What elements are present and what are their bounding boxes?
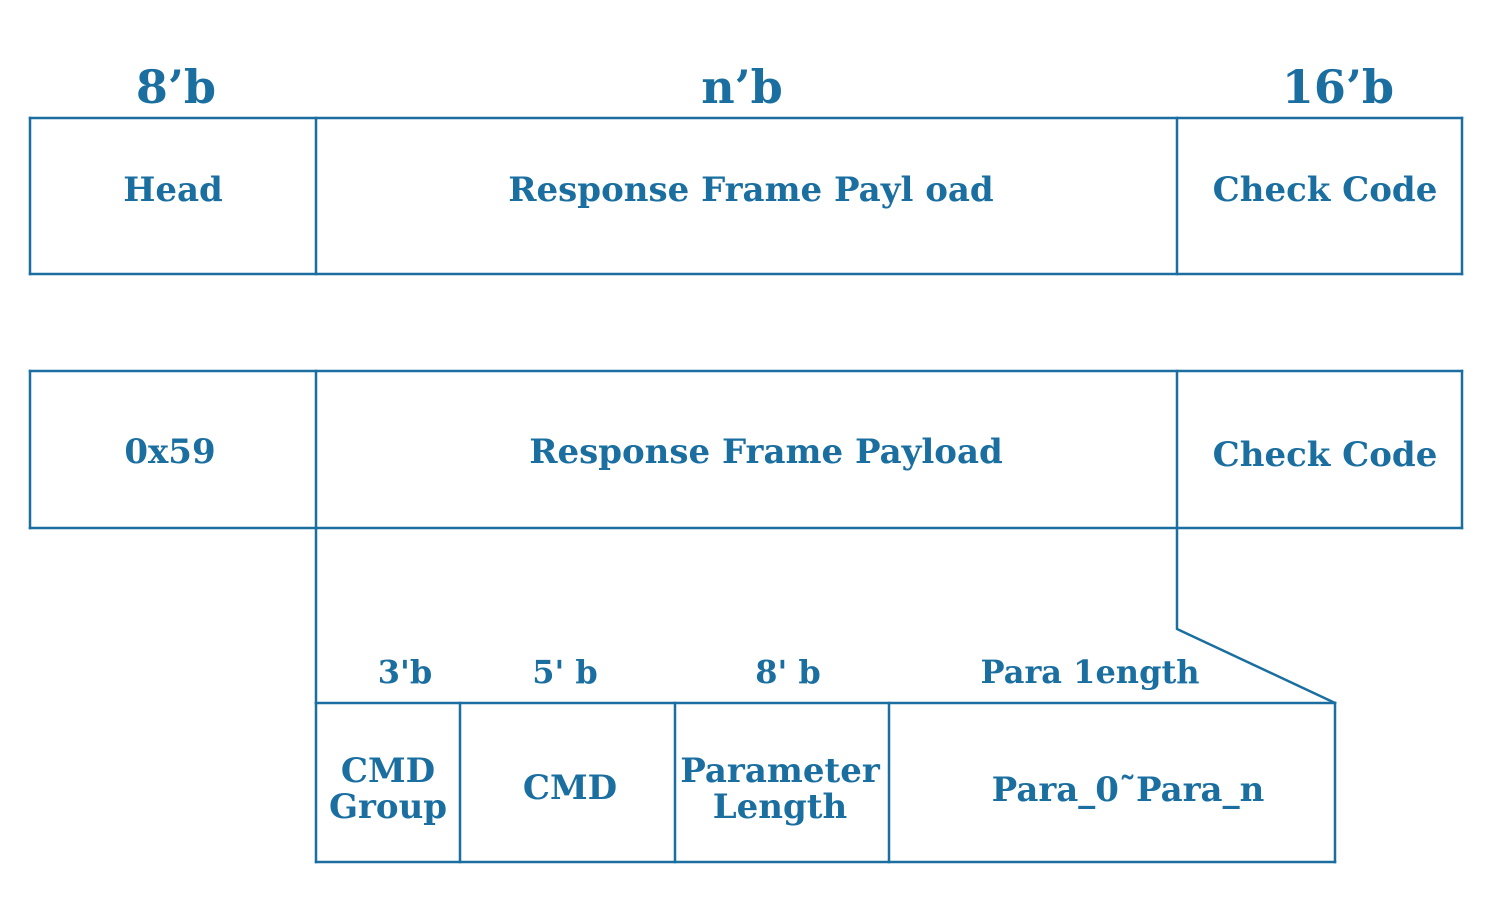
payload-bit-width: n’b	[701, 60, 783, 114]
payload-field-label-2: Response Frame Payload	[529, 432, 1003, 472]
head-value-label: 0x59	[124, 432, 216, 472]
cmd-field-label: CMD	[522, 768, 618, 808]
cmd-group-field-label: CMD Group	[328, 751, 448, 827]
check-code-field-label-2: Check Code	[1212, 435, 1438, 475]
parameter-length-bit-width: 8' b	[755, 653, 821, 691]
payload-field-label: Response Frame Payl oad	[508, 170, 994, 210]
cmd-bit-width: 5' b	[532, 653, 598, 691]
check-code-field-label: Check Code	[1212, 170, 1438, 210]
para-range-field-label: Para_0˜Para_n	[991, 770, 1265, 810]
parameter-length-field-label: Parameter Length	[680, 751, 880, 827]
cmd-group-bit-width: 3'b	[377, 653, 433, 691]
check-code-bit-width: 16’b	[1281, 60, 1395, 114]
head-field-label: Head	[123, 170, 223, 210]
expansion-connector-right	[1175, 526, 1337, 705]
para-length-bit-width: Para 1ength	[980, 653, 1200, 691]
head-bit-width: 8’b	[135, 60, 217, 114]
